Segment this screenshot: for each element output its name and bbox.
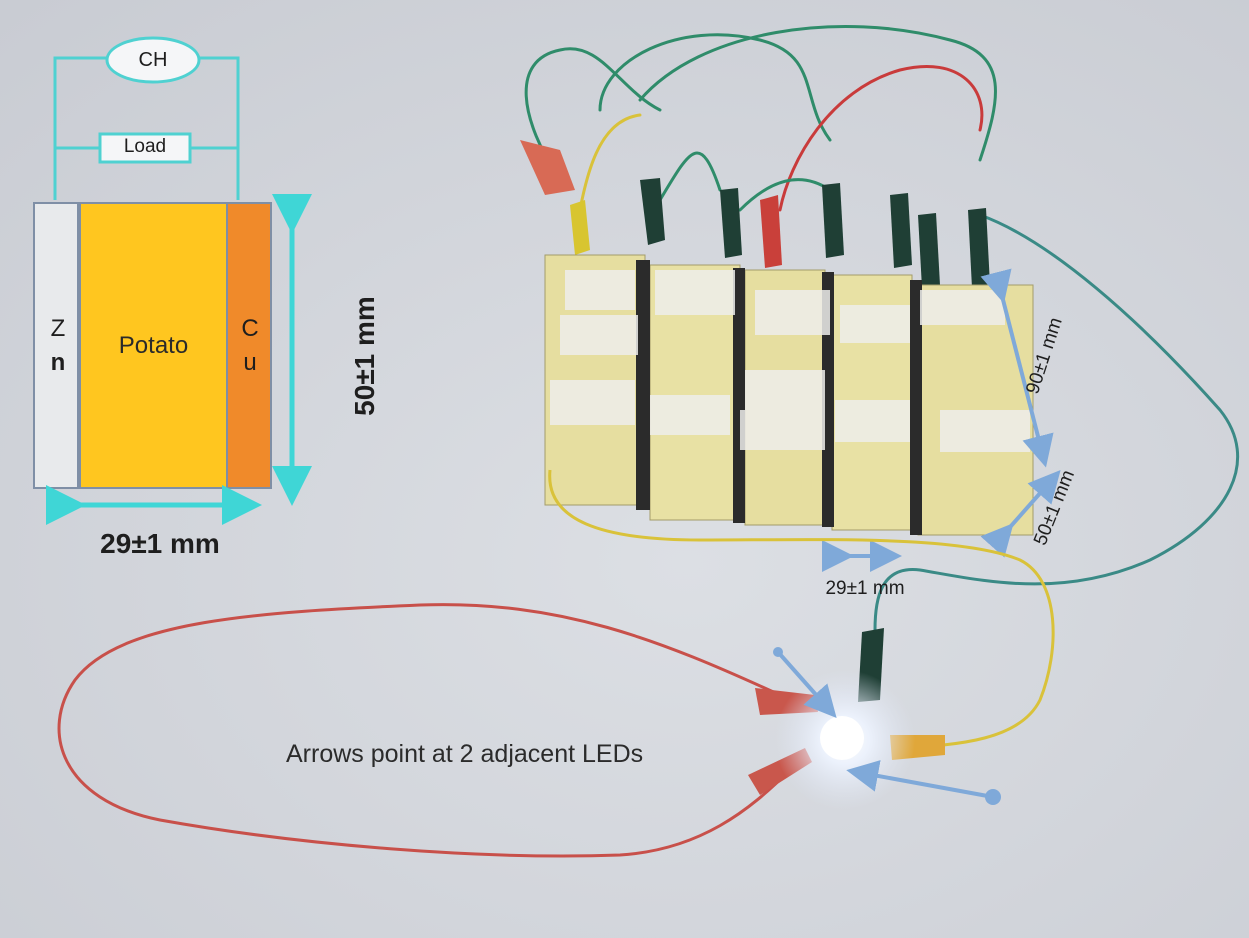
photo-dimension-arrows — [822, 268, 1061, 572]
zinc-label: Z n — [38, 312, 78, 380]
photo-width-label: 29±1 mm — [825, 578, 905, 599]
potato-battery-stack — [544, 254, 1034, 536]
load-label: Load — [123, 136, 167, 157]
zinc-label-char: Z — [50, 315, 66, 342]
ch-meter — [105, 36, 201, 84]
led-caption: Arrows point at 2 adjacent LEDs — [286, 740, 644, 768]
copper-label-char: C — [241, 315, 259, 342]
copper-label-char: u — [243, 349, 257, 376]
diagram-width-label: 29±1 mm — [100, 528, 220, 559]
zinc-electrode — [33, 202, 79, 489]
copper-electrode — [226, 202, 272, 489]
zinc-label-char: n — [50, 349, 66, 376]
load-box — [98, 132, 192, 164]
cell-schematic — [33, 36, 312, 525]
diagram-height-label: 50±1 mm — [349, 296, 380, 416]
led-pointer-arrows — [773, 647, 1001, 805]
potato-label: Potato — [118, 332, 189, 359]
ch-wire — [53, 56, 240, 200]
alligator-clips — [520, 140, 990, 288]
red-loop-wire — [57, 603, 792, 858]
ch-label: CH — [138, 49, 168, 71]
copper-label: C u — [230, 312, 270, 380]
led-core — [820, 716, 864, 760]
yellow-wire — [548, 469, 1055, 750]
